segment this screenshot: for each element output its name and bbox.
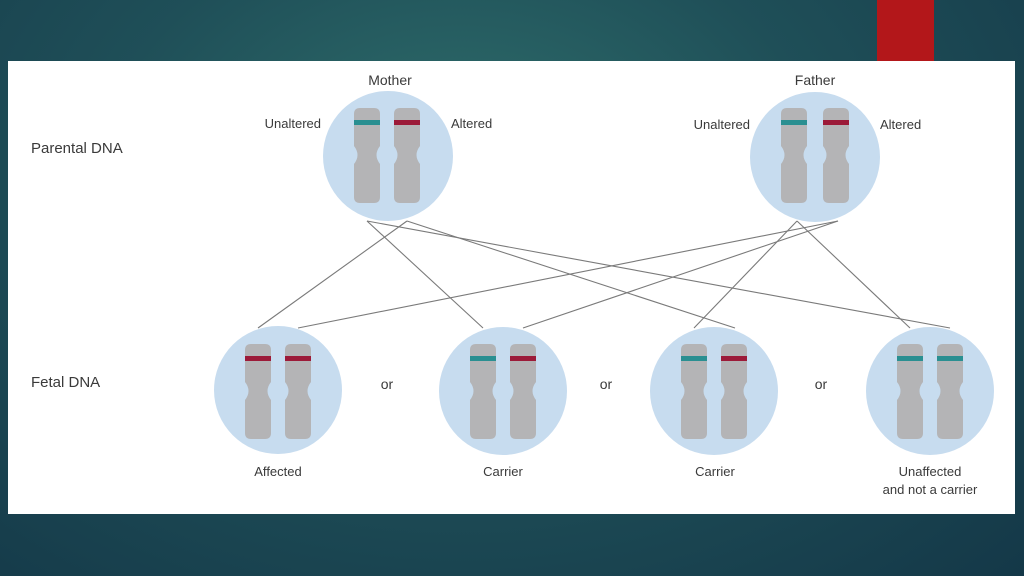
inheritance-diagram: Parental DNA Fetal DNA Mother Unaltered … — [31, 72, 994, 497]
father-chromosome-altered — [823, 108, 849, 203]
child-circle — [214, 326, 342, 454]
father-node: Father Unaltered Altered — [694, 72, 921, 222]
child-caption: Carrier — [483, 464, 523, 479]
altered-band — [394, 120, 420, 125]
father-right-label: Altered — [880, 117, 921, 132]
diagram-panel: Parental DNA Fetal DNA Mother Unaltered … — [8, 61, 1015, 514]
child-caption: Affected — [254, 464, 301, 479]
child-carrier-2: Carrier — [650, 327, 778, 479]
line-mother-to-unaffected — [366, 220, 951, 329]
mother-chromosome-unaltered — [354, 108, 380, 203]
child-caption: Carrier — [695, 464, 735, 479]
child-affected: Affected — [214, 326, 342, 479]
unaltered-band — [354, 120, 380, 125]
child-chromosome-altered — [285, 344, 311, 439]
child-circle — [650, 327, 778, 455]
mother-node: Mother Unaltered Altered — [265, 72, 492, 221]
child-caption-line-1: Unaffected — [899, 464, 962, 479]
line-father-to-carrier-1 — [522, 220, 839, 329]
child-circle — [866, 327, 994, 455]
child-chromosome-altered — [721, 344, 747, 439]
line-father-to-affected — [297, 220, 839, 329]
child-carrier-1: Carrier — [439, 327, 567, 479]
child-chromosome-altered — [245, 344, 271, 439]
child-chromosome-unaltered — [681, 344, 707, 439]
line-father-to-unaffected — [796, 220, 911, 329]
child-chromosome-altered — [510, 344, 536, 439]
altered-band — [823, 120, 849, 125]
father-chromosome-unaltered — [781, 108, 807, 203]
father-title: Father — [795, 72, 836, 88]
line-father-to-carrier-2 — [693, 220, 798, 329]
child-chromosome-unaltered — [897, 344, 923, 439]
child-chromosome-unaltered — [937, 344, 963, 439]
mother-chromosome-altered — [394, 108, 420, 203]
child-chromosome-unaltered — [470, 344, 496, 439]
mother-left-label: Unaltered — [265, 116, 321, 131]
father-left-label: Unaltered — [694, 117, 750, 132]
or-separator: or — [381, 376, 394, 392]
mother-circle — [323, 91, 453, 221]
or-separator: or — [600, 376, 613, 392]
father-circle — [750, 92, 880, 222]
unaltered-band — [781, 120, 807, 125]
child-circle — [439, 327, 567, 455]
line-mother-to-affected — [257, 220, 408, 329]
accent-bar — [877, 0, 934, 62]
inheritance-lines — [257, 220, 951, 329]
mother-right-label: Altered — [451, 116, 492, 131]
line-mother-to-carrier-1 — [366, 220, 484, 329]
or-separator: or — [815, 376, 828, 392]
child-caption-line-2: and not a carrier — [883, 482, 978, 497]
row-label-fetal: Fetal DNA — [31, 374, 100, 391]
mother-title: Mother — [368, 72, 412, 88]
row-label-parental: Parental DNA — [31, 140, 123, 157]
child-unaffected: Unaffected and not a carrier — [866, 327, 994, 497]
